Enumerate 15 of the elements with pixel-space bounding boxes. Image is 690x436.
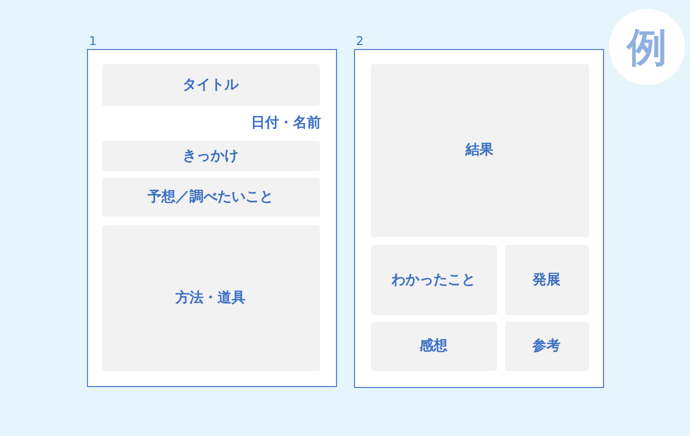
page-box bbox=[87, 49, 337, 387]
section-box: 方法・道具 bbox=[102, 224, 320, 370]
section-box: タイトル bbox=[102, 64, 320, 106]
section-box: 結果 bbox=[370, 64, 588, 236]
section-box: 参考 bbox=[504, 322, 588, 370]
page-box bbox=[354, 49, 604, 388]
section-box: きっかけ bbox=[102, 140, 320, 170]
page-number: 1 bbox=[89, 35, 97, 47]
section-box: 予想／調べたいこと bbox=[102, 178, 320, 216]
page-number: 2 bbox=[356, 35, 364, 47]
example-badge: 例 bbox=[609, 9, 685, 85]
section-box: 感想 bbox=[370, 322, 496, 370]
section-box: わかったこと bbox=[370, 244, 496, 314]
date-name-text: 日付・名前 bbox=[251, 114, 321, 132]
section-box: 発展 bbox=[504, 244, 588, 314]
